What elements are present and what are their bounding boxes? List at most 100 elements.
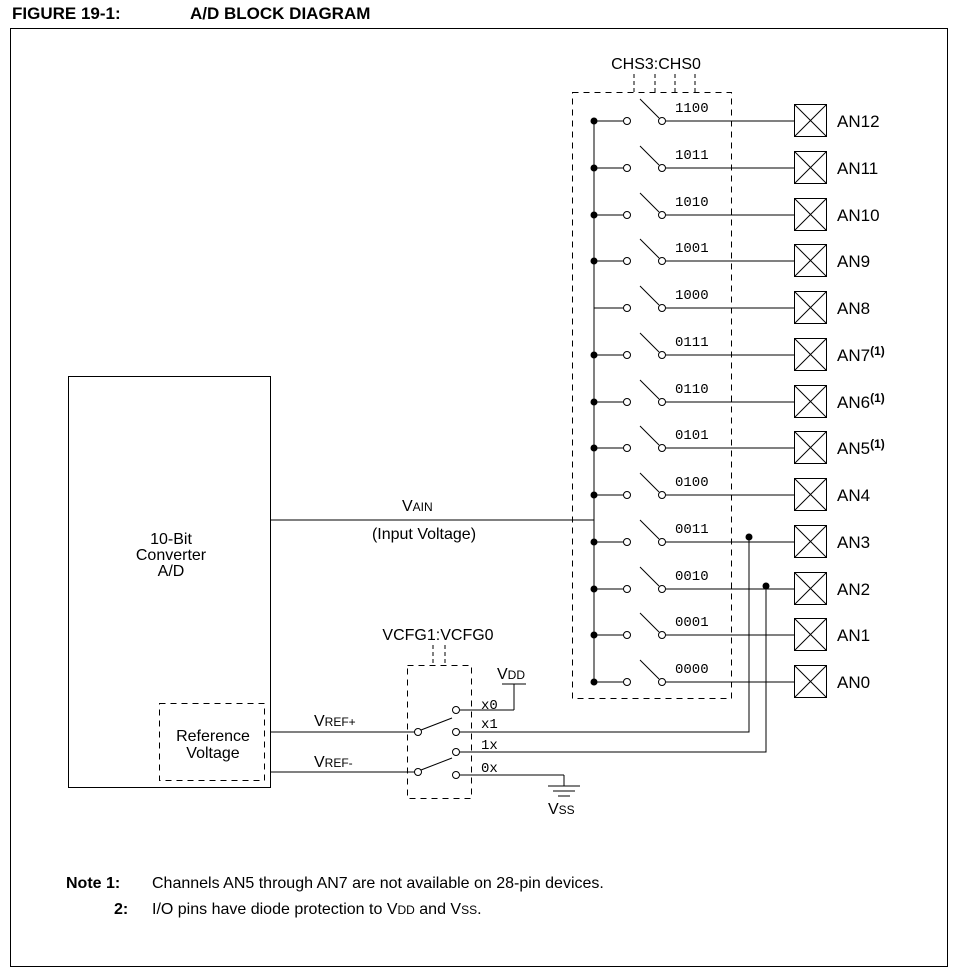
switch-arm <box>639 332 660 353</box>
switch-arm <box>639 566 660 587</box>
pin-label-an11: AN11 <box>837 159 878 178</box>
pin-label-an4: AN4 <box>837 486 870 505</box>
switch-contact-right <box>658 631 666 639</box>
figure-number: FIGURE 19-1: <box>12 4 121 23</box>
note-1-label: Note 1: <box>66 875 121 892</box>
pin-label-an1: AN1 <box>837 626 870 645</box>
switch-contact-right <box>658 211 666 219</box>
switch-arm <box>639 285 660 306</box>
an3-junction-dot <box>745 533 753 541</box>
vain-label: VAIN <box>402 498 433 515</box>
pin-label-an2: AN2 <box>837 580 870 599</box>
pin-box-cross <box>794 104 827 137</box>
pin-box-cross <box>794 525 827 558</box>
switch-contact-right <box>658 398 666 406</box>
switch-arm <box>639 425 660 446</box>
channel-code-an7: 0111 <box>675 335 709 351</box>
switch-contact-right <box>658 117 666 125</box>
channel-code-an0: 0000 <box>675 662 709 678</box>
pin-box-cross <box>794 665 827 698</box>
switch-contact-right <box>658 164 666 172</box>
switch-contact-left <box>623 491 631 499</box>
vref-minus-switch-pivot <box>414 768 422 776</box>
vref-minus-label: VREF- <box>314 754 353 771</box>
switch-arm <box>639 472 660 493</box>
vref-plus-switch-arm <box>420 717 453 731</box>
pin-box-cross <box>794 431 827 464</box>
switch-contact-right <box>658 444 666 452</box>
pin-box-cross <box>794 478 827 511</box>
switch-arm <box>639 145 660 166</box>
switch-contact-left <box>623 117 631 125</box>
vref-an3-wire <box>460 537 750 733</box>
vref-plus-label: VREF+ <box>314 713 356 730</box>
reference-label-line1: Reference <box>176 728 250 745</box>
channel-code-an3: 0011 <box>675 522 709 538</box>
vcfg-code-x0: x0 <box>481 698 498 714</box>
pin-label-an5: AN5(1) <box>837 437 885 458</box>
channel-code-an8: 1000 <box>675 288 709 304</box>
ground-icon <box>548 785 580 797</box>
channel-code-an10: 1010 <box>675 195 709 211</box>
switch-contact-right <box>658 491 666 499</box>
pin-box-cross <box>794 618 827 651</box>
pin-box-cross <box>794 151 827 184</box>
note-2-text: I/O pins have diode protection to VDD an… <box>152 901 482 918</box>
channel-code-an5: 0101 <box>675 428 709 444</box>
switch-contact-right <box>658 257 666 265</box>
switch-arm <box>639 379 660 400</box>
switch-contact-left <box>623 257 631 265</box>
vcfg-code-0x: 0x <box>481 761 498 777</box>
switch-contact-left <box>623 678 631 686</box>
switch-contact-left <box>623 164 631 172</box>
vcfg-contacts <box>452 706 460 779</box>
switch-contact-right <box>658 304 666 312</box>
vref-minus-switch-arm <box>420 757 453 771</box>
converter-block <box>68 376 271 788</box>
switch-arm <box>639 98 660 119</box>
note-1-text: Channels AN5 through AN7 are not availab… <box>152 875 604 892</box>
switch-contact-left <box>623 538 631 546</box>
channel-rows: 1100AN121011AN111010AN101001AN91000AN801… <box>590 98 885 698</box>
vcfg-code-1x: 1x <box>481 738 498 754</box>
channel-select-label: CHS3:CHS0 <box>611 56 701 73</box>
pin-label-an9: AN9 <box>837 252 870 271</box>
switch-contact-left <box>623 444 631 452</box>
channel-code-an12: 1100 <box>675 101 709 117</box>
switch-arm <box>639 192 660 213</box>
switch-contact-right <box>658 538 666 546</box>
converter-label-line2: Converter <box>136 547 207 564</box>
channel-code-an6: 0110 <box>675 382 709 398</box>
pin-box-cross <box>794 291 827 324</box>
note-2-label: 2: <box>114 901 129 918</box>
switch-contact-right <box>658 351 666 359</box>
switch-arm <box>639 238 660 259</box>
channel-select-lines <box>633 74 696 92</box>
reference-voltage-box <box>159 703 265 781</box>
vdd-label: VDD <box>497 666 525 683</box>
vref-plus-switch-pivot <box>414 728 422 736</box>
figure-title: FIGURE 19-1:A/D BLOCK DIAGRAM <box>12 4 370 24</box>
figure-frame <box>10 28 948 967</box>
vref-an2-wire <box>460 586 767 753</box>
pin-box-cross <box>794 198 827 231</box>
switch-contact-left <box>623 398 631 406</box>
converter-label-line1: 10-Bit <box>150 531 192 548</box>
channel-code-an4: 0100 <box>675 475 709 491</box>
vss-label: VSS <box>548 801 575 818</box>
switch-contact-left <box>623 211 631 219</box>
switch-contact-left <box>623 304 631 312</box>
switch-contact-right <box>658 678 666 686</box>
switch-contact-left <box>623 585 631 593</box>
channel-mux-box <box>572 92 732 699</box>
switch-contact-right <box>658 585 666 593</box>
pin-label-an0: AN0 <box>837 673 870 692</box>
vcfg-select-lines <box>432 645 446 665</box>
input-voltage-label: (Input Voltage) <box>372 526 476 543</box>
channel-code-an9: 1001 <box>675 241 709 257</box>
reference-label-line2: Voltage <box>186 745 239 762</box>
vcfg-code-x1: x1 <box>481 717 498 733</box>
pin-label-an8: AN8 <box>837 299 870 318</box>
channel-code-an11: 1011 <box>675 148 709 164</box>
